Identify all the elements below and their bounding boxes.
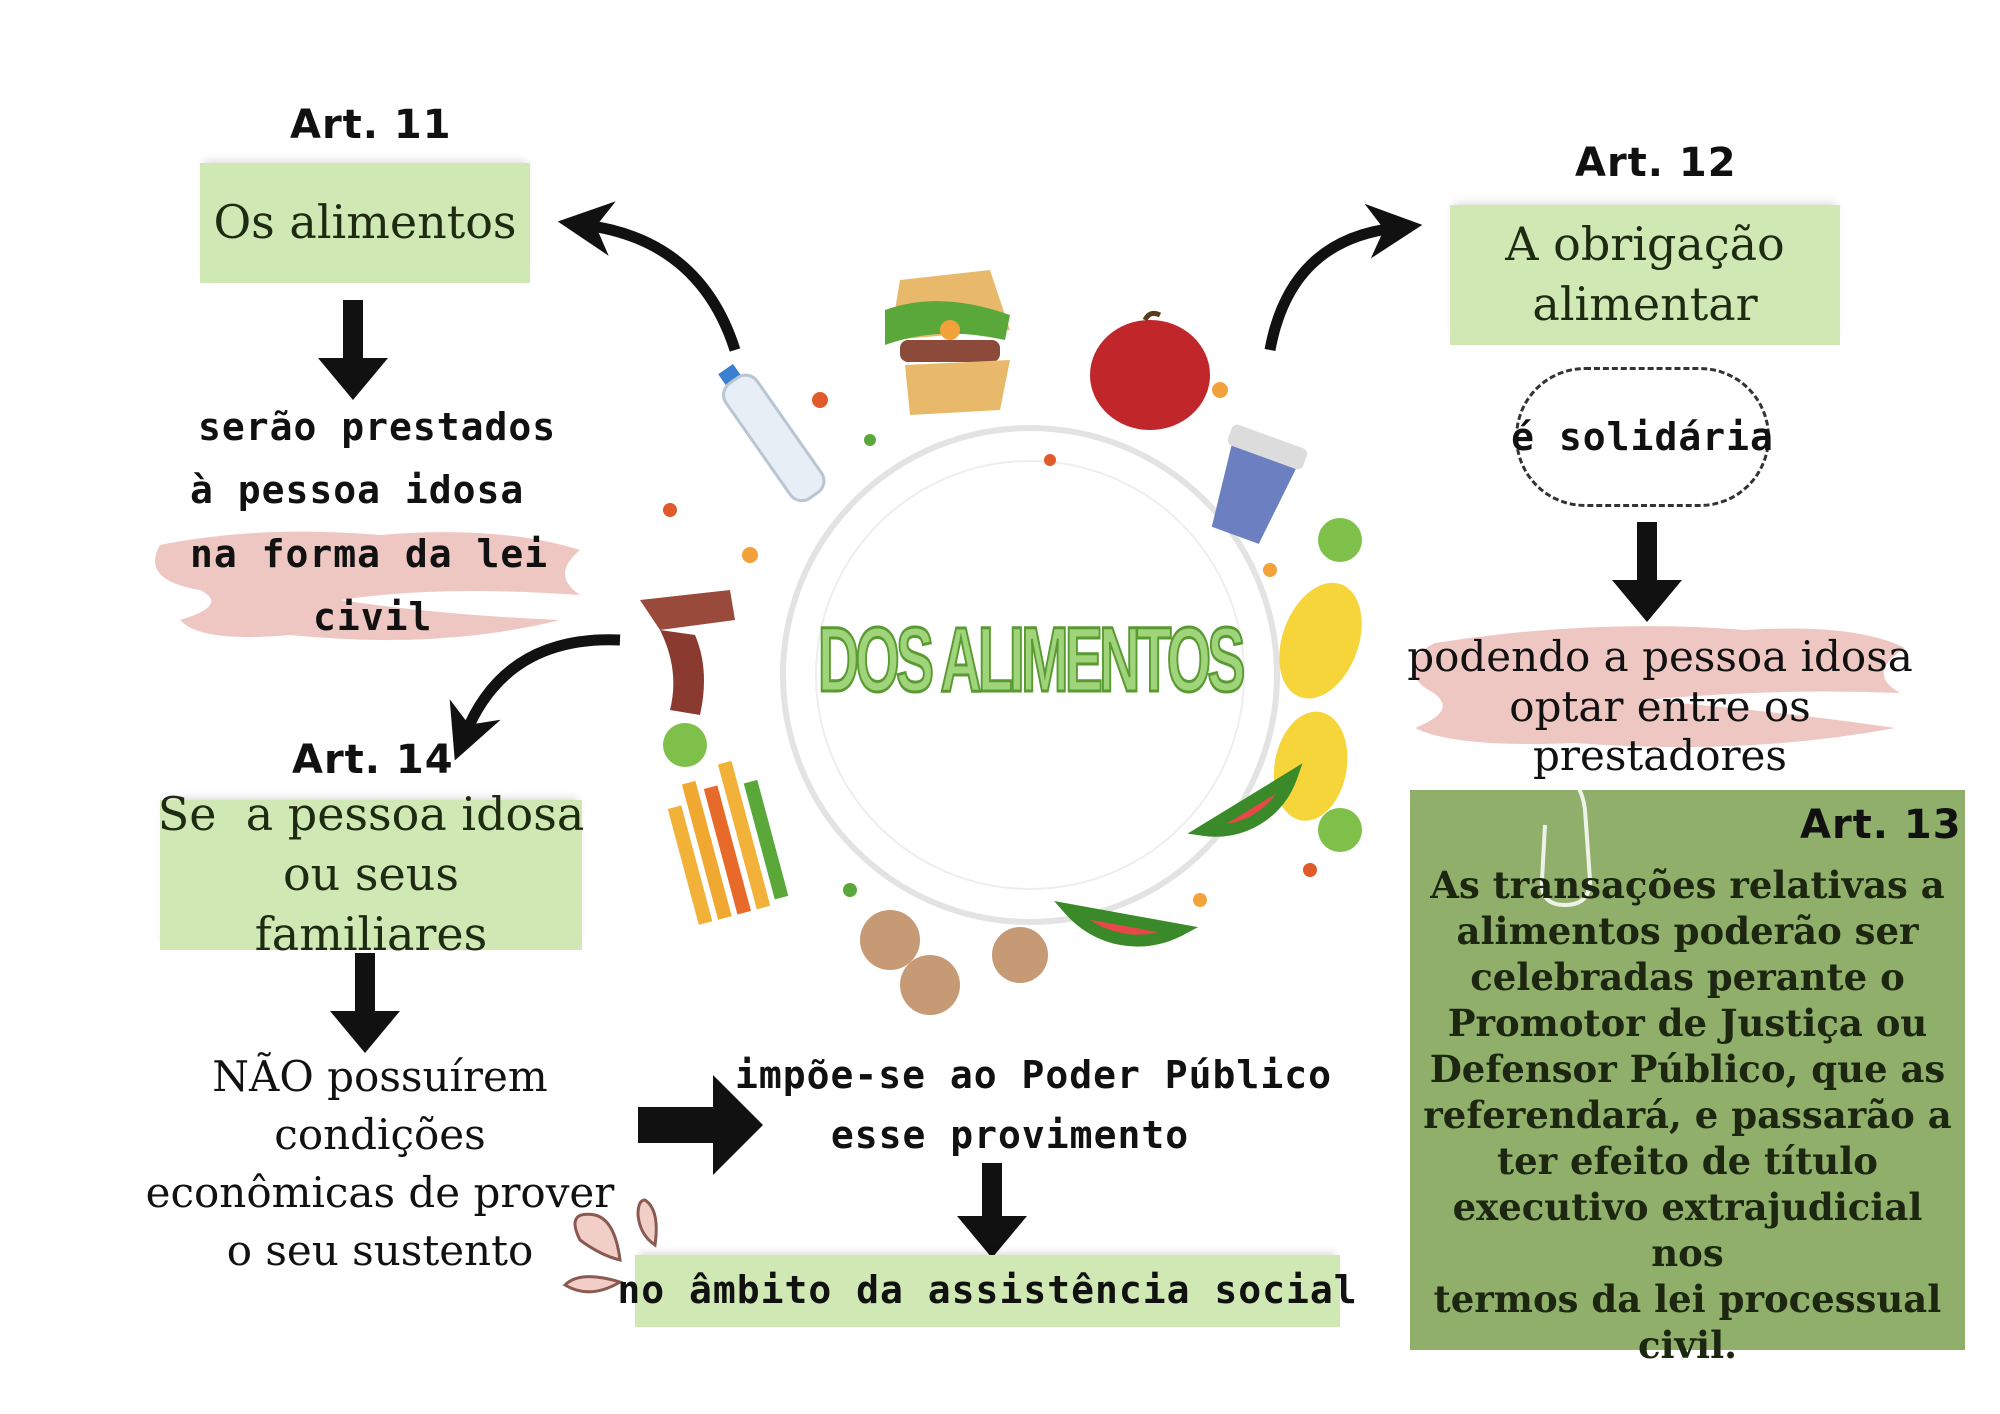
down-arrow-provimento — [957, 1163, 1027, 1258]
corn-icon — [1279, 582, 1362, 699]
sandwich-icon — [885, 270, 1010, 415]
art13-line-3: celebradas perante o — [1470, 955, 1905, 999]
art14-box-line-1: Se a pessoa idosa — [157, 787, 585, 842]
art11-line-2: à pessoa idosa — [190, 468, 525, 512]
art13-line-8: executivo extrajudicial nos — [1452, 1185, 1923, 1275]
art12-line-2: optar entre os prestadores — [1509, 682, 1811, 780]
down-arrow-art14 — [330, 953, 400, 1053]
corn-icon — [1273, 711, 1348, 821]
art13-line-6: referendará, e passarão a — [1423, 1093, 1952, 1137]
art14-box: Se a pessoa idosa ou seus familiares — [158, 787, 585, 961]
art14-label: Art. 14 — [292, 737, 454, 783]
art14-consequence: impõe-se ao Poder Público esse proviment… — [735, 1045, 1332, 1165]
down-arrow-art11 — [318, 300, 388, 400]
bacon-icon — [640, 590, 735, 715]
art13-line-2: alimentos poderão ser — [1456, 909, 1919, 953]
art13-label: Art. 13 — [1800, 802, 1962, 848]
cookie-icon — [860, 910, 920, 970]
art13-line-1: As transações relativas a — [1430, 863, 1945, 907]
art13-line-10: civil. — [1637, 1323, 1738, 1367]
pink-brush-art12 — [1412, 626, 1905, 748]
down-arrow-art12 — [1612, 522, 1682, 622]
paperclip-icon — [1539, 776, 1593, 908]
curved-arrow-art11 — [557, 201, 741, 352]
art14-box-line-2: ou seus familiares — [254, 847, 488, 961]
art11-line-1: serão prestados — [198, 405, 557, 449]
art13-line-9: termos da lei processual — [1433, 1277, 1942, 1321]
art11-box-text: Os alimentos — [213, 195, 517, 250]
curved-arrow-art14 — [449, 634, 621, 761]
yogurt-icon — [1211, 424, 1308, 544]
art13-line-5: Defensor Público, que as — [1429, 1047, 1946, 1091]
art14-final-text: no âmbito da assistência social — [617, 1268, 1358, 1313]
art11-line-4: civil — [313, 595, 433, 639]
cookie-icon — [992, 927, 1048, 983]
plate-inner — [815, 460, 1245, 890]
art11-box: Os alimentos — [200, 163, 530, 283]
art12-box-line-2: alimentar — [1532, 277, 1758, 331]
water-bottle-icon — [718, 363, 826, 503]
art14-condition: NÃO possuírem condições econômicas de pr… — [100, 1048, 660, 1280]
art12-box: A obrigação alimentar — [1450, 205, 1840, 345]
art13-line-4: Promotor de Justiça ou — [1447, 1001, 1928, 1045]
art12-bubble-text: é solidária — [1511, 415, 1774, 459]
art11-label: Art. 11 — [290, 102, 452, 148]
curved-arrow-art12 — [1264, 203, 1423, 351]
plate — [780, 425, 1280, 925]
food-decoration — [640, 270, 1362, 1015]
apple-icon — [1090, 310, 1210, 430]
splash-decoration — [562, 1198, 658, 1294]
french-fries-icon — [667, 760, 789, 925]
art12-label: Art. 12 — [1575, 140, 1737, 186]
art12-line-1: podendo a pessoa idosa — [1407, 632, 1913, 681]
art14-condition-line-2: econômicas de prover — [145, 1168, 615, 1217]
art14-condition-line-3: o seu sustento — [226, 1226, 534, 1275]
art14-consequence-line-1: impõe-se ao Poder Público — [735, 1053, 1332, 1097]
confetti-dots — [663, 382, 1362, 907]
art14-consequence-line-2: esse provimento — [830, 1113, 1190, 1157]
art13-line-7: ter efeito de título — [1497, 1139, 1878, 1183]
art11-line-3: na forma da lei — [190, 532, 549, 576]
art13-panel — [1410, 790, 1965, 1350]
cookie-icon — [900, 955, 960, 1015]
watermelon-icon — [1054, 901, 1199, 947]
art13-text: As transações relativas a alimentos pode… — [1410, 862, 1965, 1368]
watermelon-icon — [1187, 763, 1303, 837]
right-arrow-art14 — [638, 1075, 763, 1175]
art12-box-line-1: A obrigação — [1505, 217, 1785, 272]
center-title: DOS ALIMENTOS — [817, 607, 1246, 712]
art14-condition-line-1: NÃO possuírem condições — [212, 1052, 548, 1159]
art12-bubble: é solidária — [1511, 367, 1773, 507]
pink-brush-art11 — [155, 531, 580, 640]
art14-final-box: no âmbito da assistência social — [617, 1255, 1357, 1327]
